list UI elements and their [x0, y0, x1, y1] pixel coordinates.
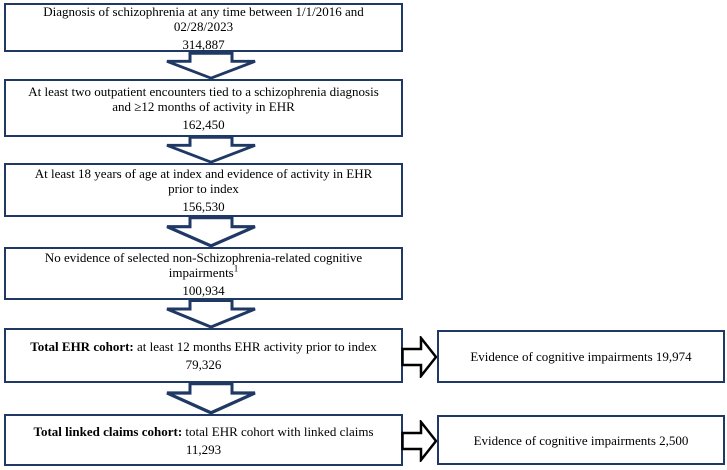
right-arrow-icon [401, 420, 438, 462]
down-arrow-icon [165, 52, 257, 80]
step-text: Total EHR cohort: at least 12 months EHR… [30, 339, 377, 354]
cohort-count: 11,293 [185, 441, 222, 457]
down-arrow-icon [165, 136, 257, 164]
step-box-total-ehr-cohort: Total EHR cohort: at least 12 months EHR… [4, 328, 403, 383]
side-box-evidence-claims: Evidence of cognitive impairments 2,500 [437, 415, 725, 465]
down-arrow-icon [165, 299, 257, 329]
footnote-marker: 1 [233, 263, 239, 274]
step-text: No evidence of selected non-Schizophreni… [24, 250, 384, 280]
step-text-bold: Total EHR cohort: [30, 339, 134, 354]
step-text-body: At least two outpatient encounters tied … [28, 84, 379, 114]
cohort-count: 314,887 [182, 36, 225, 52]
step-text-bold: Total linked claims cohort: [33, 423, 183, 439]
step-box-diagnosis: Diagnosis of schizophrenia at any time b… [4, 3, 403, 52]
step-box-outpatient-encounters: At least two outpatient encounters tied … [4, 79, 403, 137]
side-box-evidence-ehr: Evidence of cognitive impairments 19,974 [437, 330, 725, 383]
side-box-text: Evidence of cognitive impairments 2,500 [473, 432, 689, 448]
step-box-age-at-index: At least 18 years of age at index and ev… [4, 163, 403, 217]
side-box-text: Evidence of cognitive impairments 19,974 [470, 349, 692, 364]
cohort-count: 79,326 [185, 357, 222, 372]
step-box-total-linked-claims-cohort: Total linked claims cohort: total EHR co… [4, 414, 403, 466]
step-text-body: Diagnosis of schizophrenia at any time b… [43, 3, 364, 34]
down-arrow-icon [165, 382, 257, 415]
step-text-body: at least 12 months EHR activity prior to… [133, 339, 377, 354]
down-arrow-icon [165, 216, 257, 248]
step-text: At least two outpatient encounters tied … [24, 84, 384, 114]
cohort-count: 156,530 [182, 199, 225, 214]
step-text: Total linked claims cohort: total EHR co… [33, 424, 373, 439]
cohort-count: 162,450 [182, 117, 225, 132]
step-text-body: total EHR cohort with linked claims [182, 423, 374, 439]
right-arrow-icon [401, 336, 438, 378]
cohort-count: 100,934 [182, 282, 225, 298]
step-text: At least 18 years of age at index and ev… [24, 166, 384, 196]
step-box-no-cognitive-impairments: No evidence of selected non-Schizophreni… [4, 247, 403, 300]
step-text-body: At least 18 years of age at index and ev… [34, 166, 373, 196]
step-text: Diagnosis of schizophrenia at any time b… [24, 4, 384, 34]
step-text-body: No evidence of selected non-Schizophreni… [44, 249, 363, 280]
